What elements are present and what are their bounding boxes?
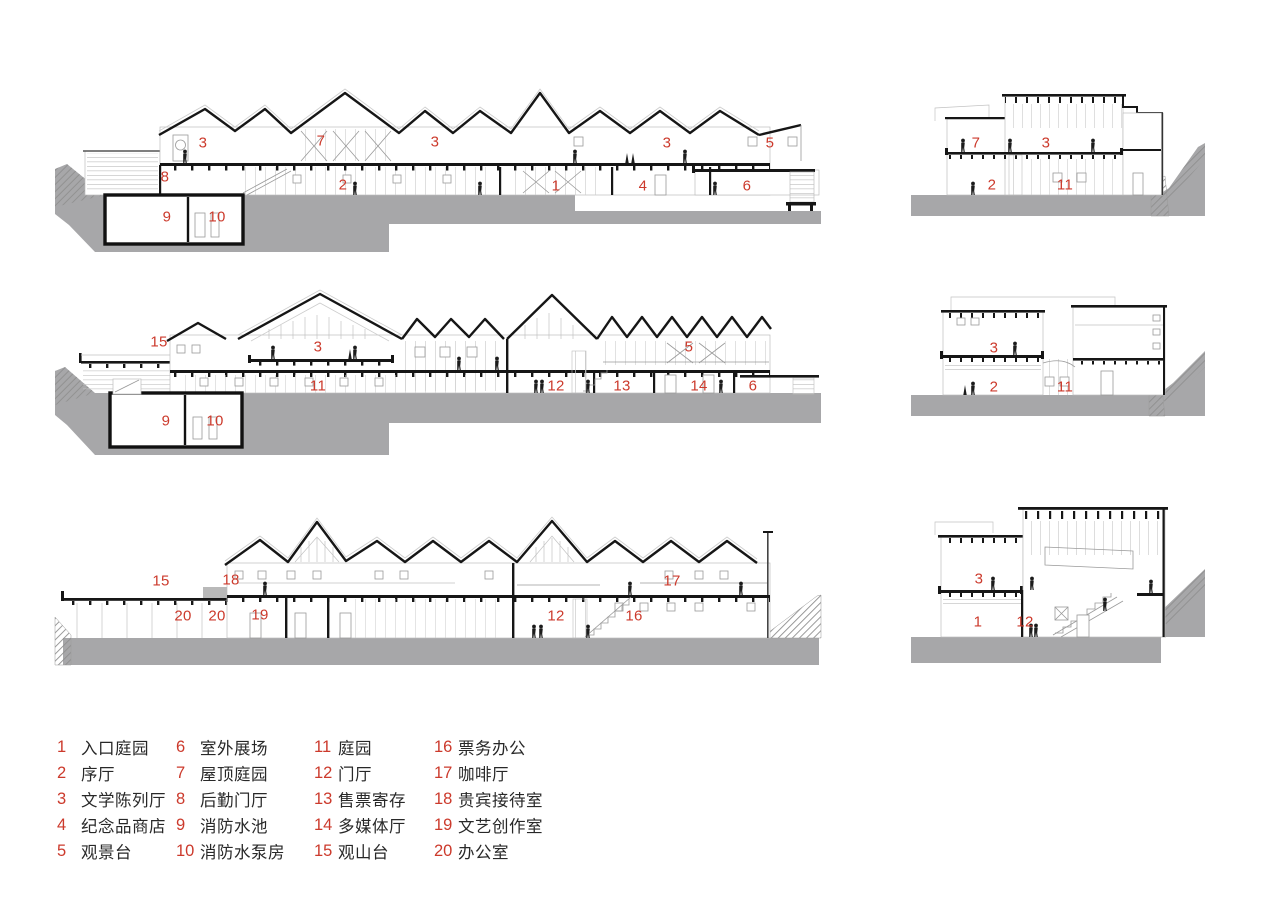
- legend-number: 8: [176, 789, 186, 808]
- legend-number: 14: [314, 815, 333, 834]
- legend-number: 1: [57, 737, 67, 756]
- legend-item: 8 后勤门厅: [176, 786, 314, 812]
- legend-item: 17 咖啡厅: [434, 760, 543, 786]
- legend-column: 6 室外展场 7 屋顶庭园 8 后勤门厅 9 消防水池 10 消防水泵房: [176, 734, 314, 864]
- legend-number: 13: [314, 789, 333, 808]
- legend-label: 消防水泵房: [200, 844, 285, 862]
- legend-number: 11: [314, 737, 332, 756]
- legend-item: 2 序厅: [57, 760, 176, 786]
- legend-item: 7 屋顶庭园: [176, 760, 314, 786]
- legend-number: 15: [314, 841, 333, 860]
- legend-item: 6 室外展场: [176, 734, 314, 760]
- cross-section-2-drawing: [911, 296, 1205, 417]
- legend-item: 5 观景台: [57, 838, 176, 864]
- legend-number: 12: [314, 763, 333, 782]
- legend-item: 12 门厅: [314, 760, 434, 786]
- legend-item: 15 观山台: [314, 838, 434, 864]
- legend-label: 入口庭园: [81, 740, 149, 758]
- legend: 1 入口庭园 2 序厅 3 文学陈列厅 4 纪念品商店 5 观景台 6 室外展场 7 屋顶庭园 8 后勤门厅 9…: [57, 734, 543, 864]
- legend-item: 11 庭园: [314, 734, 434, 760]
- legend-number: 17: [434, 763, 453, 782]
- legend-number: 7: [176, 763, 186, 782]
- legend-label: 观山台: [338, 844, 389, 862]
- legend-item: 20 办公室: [434, 838, 543, 864]
- legend-number: 9: [176, 815, 186, 834]
- legend-column: 11 庭园 12 门厅 13 售票寄存 14 多媒体厅 15 观山台: [314, 734, 434, 864]
- legend-item: 3 文学陈列厅: [57, 786, 176, 812]
- long-section-1-drawing: [55, 88, 821, 252]
- legend-number: 3: [57, 789, 67, 808]
- legend-label: 屋顶庭园: [200, 766, 268, 784]
- legend-label: 庭园: [338, 740, 372, 758]
- legend-item: 14 多媒体厅: [314, 812, 434, 838]
- legend-label: 多媒体厅: [338, 818, 406, 836]
- legend-label: 咖啡厅: [458, 766, 509, 784]
- cross-section-1-drawing: [911, 94, 1205, 217]
- legend-label: 室外展场: [200, 740, 268, 758]
- legend-number: 20: [434, 841, 453, 860]
- legend-label: 文学陈列厅: [81, 792, 166, 810]
- legend-label: 办公室: [458, 844, 509, 862]
- legend-label: 票务办公: [458, 740, 526, 758]
- legend-item: 19 文艺创作室: [434, 812, 543, 838]
- long-section-3-drawing: [54, 516, 822, 666]
- legend-number: 5: [57, 841, 67, 860]
- legend-number: 10: [176, 841, 195, 860]
- legend-label: 纪念品商店: [81, 818, 166, 836]
- legend-item: 13 售票寄存: [314, 786, 434, 812]
- legend-item: 4 纪念品商店: [57, 812, 176, 838]
- legend-number: 16: [434, 737, 453, 756]
- legend-number: 2: [57, 763, 67, 782]
- legend-number: 19: [434, 815, 453, 834]
- legend-item: 18 贵宾接待室: [434, 786, 543, 812]
- legend-label: 消防水池: [200, 818, 268, 836]
- legend-number: 4: [57, 815, 67, 834]
- legend-label: 贵宾接待室: [458, 792, 543, 810]
- legend-column: 1 入口庭园 2 序厅 3 文学陈列厅 4 纪念品商店 5 观景台: [57, 734, 176, 864]
- legend-label: 观景台: [81, 844, 132, 862]
- legend-number: 18: [434, 789, 453, 808]
- legend-label: 后勤门厅: [200, 792, 268, 810]
- legend-item: 9 消防水池: [176, 812, 314, 838]
- legend-item: 16 票务办公: [434, 734, 543, 760]
- legend-number: 6: [176, 737, 186, 756]
- long-section-2-drawing: [55, 289, 821, 455]
- cross-section-3-drawing: [911, 507, 1205, 663]
- legend-label: 售票寄存: [338, 792, 406, 810]
- legend-label: 门厅: [338, 766, 372, 784]
- legend-item: 10 消防水泵房: [176, 838, 314, 864]
- legend-label: 文艺创作室: [458, 818, 543, 836]
- legend-item: 1 入口庭园: [57, 734, 176, 760]
- legend-column: 16 票务办公 17 咖啡厅 18 贵宾接待室 19 文艺创作室 20 办公室: [434, 734, 543, 864]
- legend-label: 序厅: [81, 766, 115, 784]
